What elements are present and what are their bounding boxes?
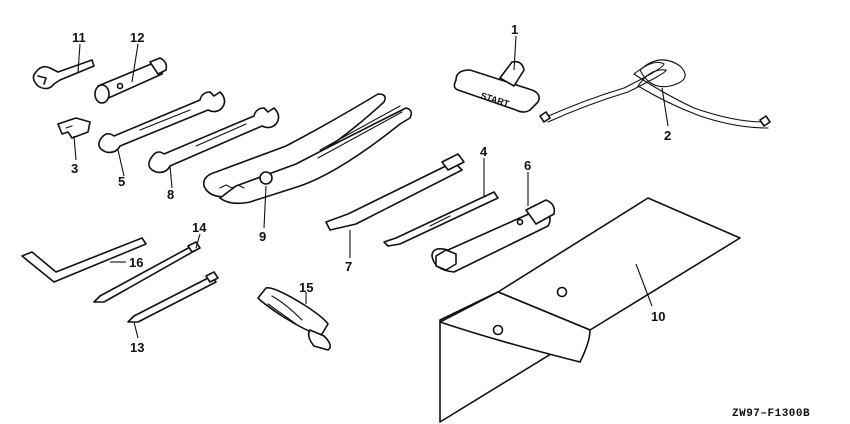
callout-15: 15 bbox=[299, 280, 313, 295]
callout-14: 14 bbox=[192, 220, 207, 235]
part-3-clip bbox=[57, 117, 91, 139]
part-15-screwdriver-handle bbox=[257, 287, 332, 351]
part-13-bit bbox=[127, 271, 219, 323]
part-9-pliers bbox=[202, 93, 413, 205]
callout-3: 3 bbox=[71, 161, 78, 176]
callout-4: 4 bbox=[480, 144, 488, 159]
part-2-starter-rope bbox=[539, 59, 771, 129]
callout-numbers: 11 12 3 5 8 9 7 4 6 1 2 10 16 14 13 15 bbox=[71, 22, 671, 355]
callout-2: 2 bbox=[664, 128, 671, 143]
callout-6: 6 bbox=[524, 158, 531, 173]
callout-9: 9 bbox=[259, 229, 266, 244]
callout-7: 7 bbox=[345, 259, 352, 274]
part-12-box-spanner bbox=[94, 57, 168, 104]
part-5-double-wrench bbox=[98, 91, 226, 154]
callout-12: 12 bbox=[130, 30, 144, 45]
callout-10: 10 bbox=[651, 309, 665, 324]
part-7-screwdriver-blade bbox=[325, 153, 465, 231]
drawing-code: ZW97–F1300B bbox=[732, 408, 810, 420]
part-6-plug-wrench bbox=[431, 199, 556, 273]
part-1-starter-handle: START bbox=[453, 60, 540, 113]
leader-lines bbox=[73, 35, 669, 339]
callout-5: 5 bbox=[118, 174, 125, 189]
callout-16: 16 bbox=[129, 255, 143, 270]
callout-13: 13 bbox=[130, 340, 144, 355]
callout-11: 11 bbox=[72, 30, 86, 45]
part-11-open-wrench bbox=[32, 59, 95, 90]
part-4-screwdriver-shaft bbox=[383, 191, 499, 247]
callout-8: 8 bbox=[167, 187, 174, 202]
part-16-hex-key bbox=[21, 237, 147, 283]
part-10-tool-bag bbox=[439, 197, 741, 423]
callout-1: 1 bbox=[511, 22, 518, 37]
part-8-double-wrench bbox=[148, 107, 280, 174]
